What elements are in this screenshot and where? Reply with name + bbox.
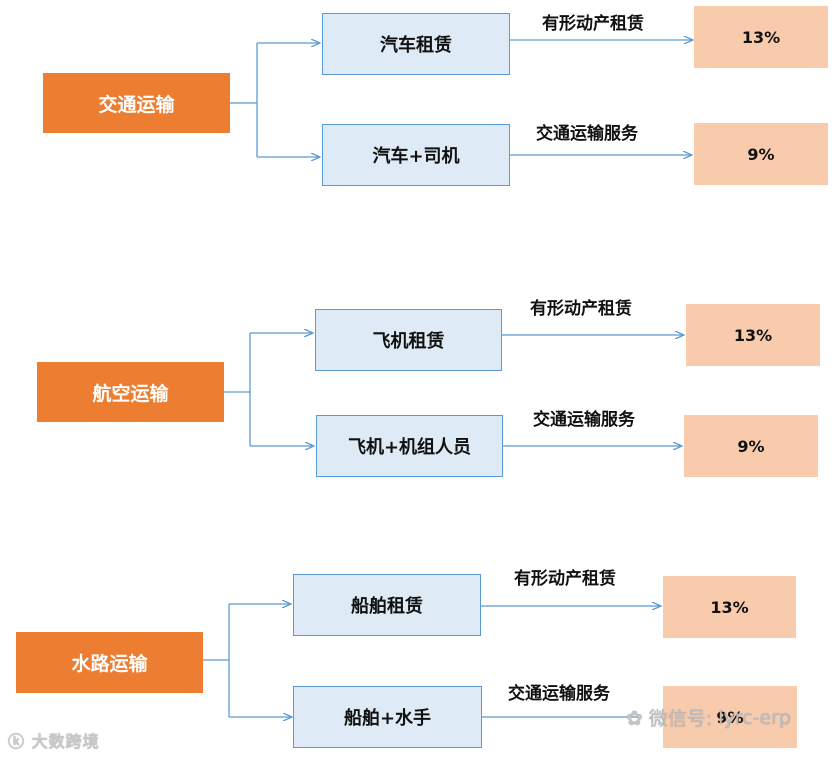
root-node-air-transport: 航空运输: [37, 362, 224, 422]
rate-badge: 13%: [663, 576, 796, 638]
edge-label-tangible-lease: 有形动产租赁: [542, 14, 644, 34]
watermark-logo-icon: ⓚ: [8, 732, 26, 751]
rate-badge: 13%: [694, 6, 828, 68]
watermark-left-text: 大数跨境: [31, 732, 100, 751]
edge-label-transport-service: 交通运输服务: [536, 124, 638, 144]
rate-badge: 9%: [684, 415, 818, 477]
item-aircraft-with-crew: 飞机+机组人员: [316, 415, 503, 477]
item-aircraft-rental: 飞机租赁: [315, 309, 502, 371]
wechat-icon: ✿: [626, 705, 643, 730]
edge-label-tangible-lease: 有形动产租赁: [530, 299, 632, 319]
root-node-water-transport: 水路运输: [16, 632, 203, 693]
group-3-connectors: [203, 604, 661, 717]
group-1-connectors: [230, 40, 693, 157]
rate-badge: 9%: [663, 686, 797, 748]
item-ship-with-sailors: 船舶+水手: [293, 686, 482, 748]
item-ship-rental: 船舶租赁: [293, 574, 481, 636]
watermark-right-id: lyrc-erp: [718, 706, 791, 729]
watermark-left: ⓚ 大数跨境: [8, 728, 100, 752]
edge-label-transport-service: 交通运输服务: [508, 684, 610, 704]
rate-badge: 9%: [694, 123, 828, 185]
rate-badge: 13%: [686, 304, 820, 366]
item-car-with-driver: 汽车+司机: [322, 124, 510, 186]
edge-label-tangible-lease: 有形动产租赁: [514, 569, 616, 589]
root-node-road-transport: 交通运输: [43, 73, 230, 133]
edge-label-transport-service: 交通运输服务: [533, 410, 635, 430]
item-car-rental: 汽车租赁: [322, 13, 510, 75]
group-2-connectors: [224, 333, 684, 446]
watermark-right-prefix: 微信号:: [648, 708, 713, 730]
watermark-right: ✿ 微信号: lyrc-erp: [626, 704, 791, 731]
